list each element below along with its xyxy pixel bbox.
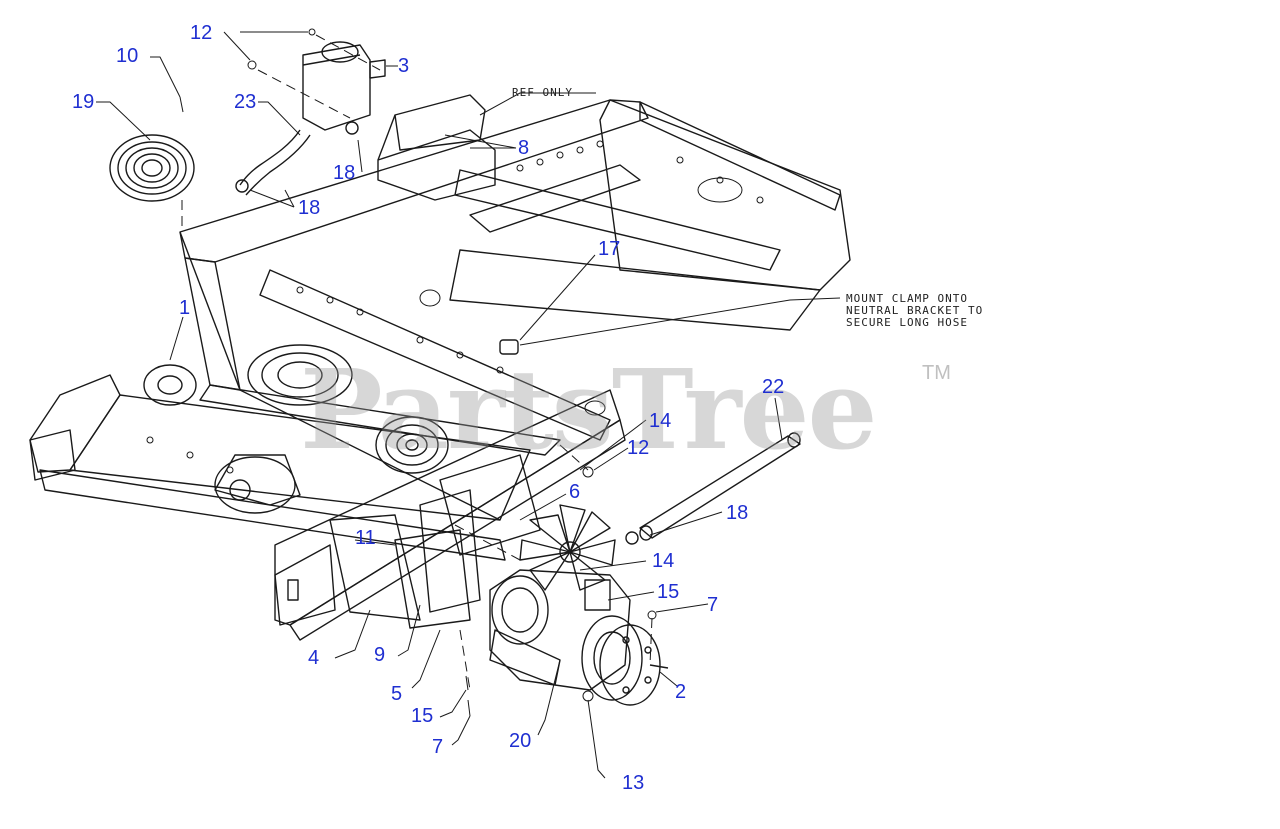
callout-3[interactable]: 3	[398, 55, 410, 77]
callout-15-a[interactable]: 15	[657, 581, 680, 603]
callout-4[interactable]: 4	[308, 647, 320, 669]
callout-8[interactable]: 8	[518, 137, 530, 159]
note-ref-only: REF ONLY	[512, 86, 573, 99]
bracket-assembly	[329, 454, 541, 629]
frame-fan-left	[247, 344, 353, 406]
leader-lines	[96, 31, 841, 779]
callout-14-a[interactable]: 14	[649, 410, 672, 432]
callout-23[interactable]: 23	[234, 91, 257, 113]
hose-23	[239, 129, 311, 196]
callout-7-b[interactable]: 7	[432, 736, 444, 758]
callout-15-b[interactable]: 15	[411, 705, 434, 727]
frame-holes	[146, 140, 764, 474]
bracket-8	[377, 94, 496, 201]
note-mount-clamp: MOUNT CLAMP ONTO NEUTRAL BRACKET TO SECU…	[846, 292, 984, 329]
callout-22[interactable]: 22	[762, 376, 785, 398]
screen-19	[109, 134, 195, 202]
clamp-17	[499, 339, 519, 355]
callout-7-a[interactable]: 7	[707, 594, 719, 616]
callout-19[interactable]: 19	[72, 91, 95, 113]
reservoir-tank	[302, 41, 386, 131]
callout-10[interactable]: 10	[116, 45, 139, 67]
callout-20[interactable]: 20	[509, 730, 532, 752]
callout-9[interactable]: 9	[374, 644, 386, 666]
callout-13[interactable]: 13	[622, 772, 645, 794]
callout-2[interactable]: 2	[675, 681, 687, 703]
callout-12-b[interactable]: 12	[627, 437, 650, 459]
watermark: PartsTree	[300, 345, 878, 474]
callout-6[interactable]: 6	[569, 481, 581, 503]
callout-5[interactable]: 5	[391, 683, 403, 705]
assembly-lines	[181, 34, 653, 691]
callout-18-b[interactable]: 18	[298, 197, 321, 219]
frame-fan-right	[375, 416, 449, 474]
callout-12[interactable]: 12	[190, 22, 213, 44]
callout-17[interactable]: 17	[598, 238, 621, 260]
callout-1[interactable]: 1	[179, 297, 191, 319]
callout-18-c[interactable]: 18	[726, 502, 749, 524]
hose-clamp	[235, 121, 359, 193]
tube-22	[625, 432, 801, 545]
idler-1	[143, 364, 197, 406]
cooling-fan-6	[519, 504, 616, 591]
frame-right-rail	[274, 99, 851, 641]
trademark-mark: TM	[922, 362, 951, 384]
callout-18-a[interactable]: 18	[333, 162, 356, 184]
pump-mount-left	[214, 454, 301, 514]
callout-11[interactable]: 11	[355, 527, 376, 549]
transmission-20	[489, 569, 631, 691]
callout-14-b[interactable]: 14	[652, 550, 675, 572]
rear-plate	[29, 429, 336, 626]
